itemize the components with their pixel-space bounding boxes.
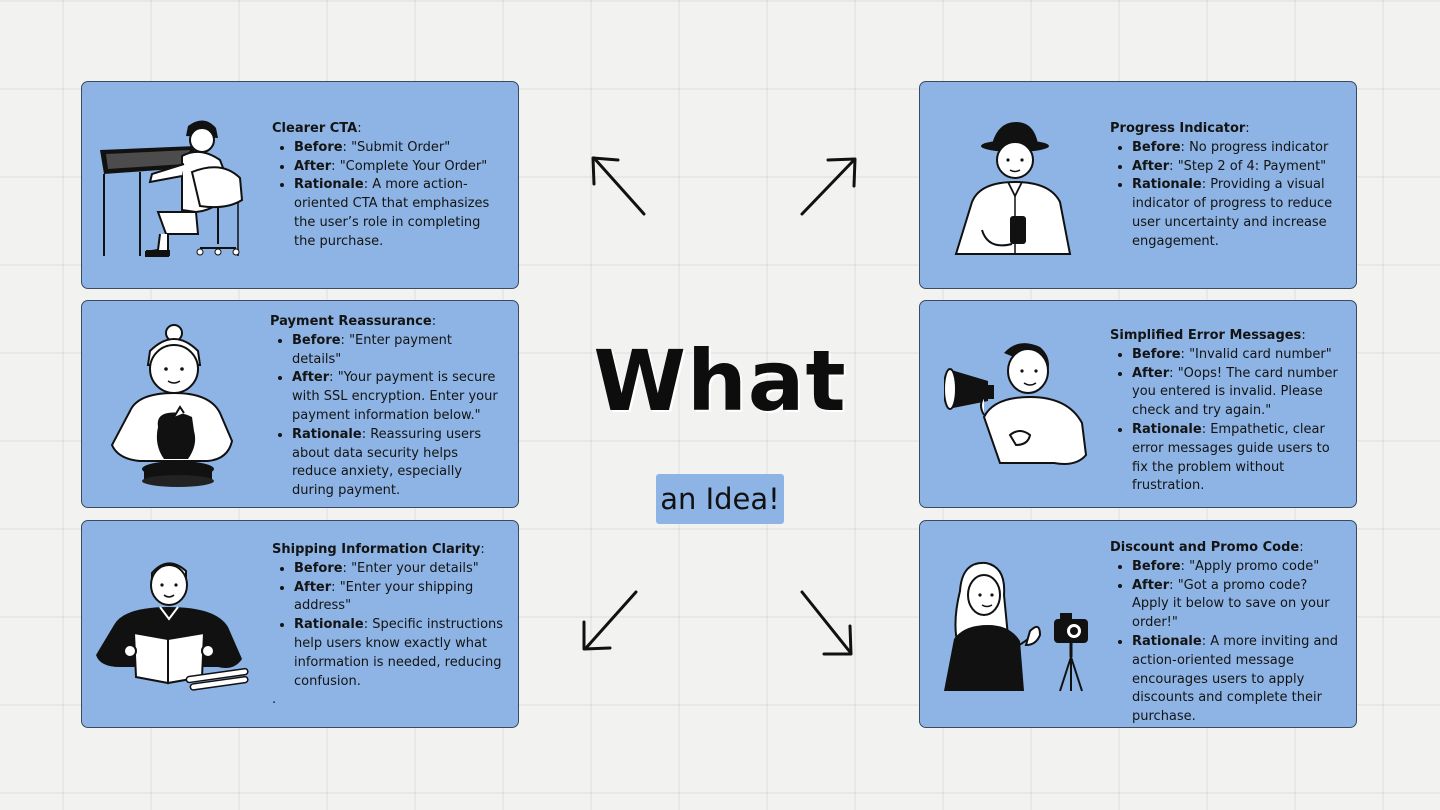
after-label: After	[1132, 158, 1170, 174]
before-item: Before: No progress indicator	[1132, 139, 1342, 158]
rationale-label: Rationale	[1132, 633, 1202, 649]
card-title-row: Clearer CTA:	[272, 120, 504, 139]
after-item: After: "Oops! The card number you entere…	[1132, 365, 1342, 421]
before-text: No progress indicator	[1189, 139, 1329, 155]
man-with-phone-illustration	[952, 120, 1076, 258]
card-text: Discount and Promo Code: Before: "Apply …	[1110, 539, 1342, 727]
rationale-label: Rationale	[294, 617, 364, 633]
before-label: Before	[294, 560, 343, 576]
card-text: Simplified Error Messages: Before: "Inva…	[1110, 327, 1342, 496]
before-text: "Enter payment details"	[292, 332, 452, 367]
arrow-down-left-icon	[582, 590, 638, 651]
card-text: Progress Indicator: Before: No progress …	[1110, 120, 1342, 252]
rationale-item: Rationale: Specific instructions help us…	[294, 616, 504, 691]
card-simplified-error-messages: Simplified Error Messages: Before: "Inva…	[919, 300, 1357, 508]
potter-illustration	[108, 321, 238, 489]
card-discount-and-promo-code: Discount and Promo Code: Before: "Apply …	[919, 520, 1357, 728]
rationale-label: Rationale	[1132, 421, 1202, 437]
after-text: "Step 2 of 4: Payment"	[1177, 158, 1327, 174]
architect-illustration	[96, 116, 246, 258]
card-title-row: Progress Indicator:	[1110, 120, 1342, 139]
before-item: Before: "Apply promo code"	[1132, 558, 1342, 577]
rationale-text: Empathetic, clear error messages guide u…	[1132, 421, 1330, 494]
arrow-down-right-icon	[800, 590, 853, 656]
card-title-row: Discount and Promo Code:	[1110, 539, 1342, 558]
before-text: "Submit Order"	[351, 139, 451, 155]
card-title: Progress Indicator	[1110, 121, 1246, 136]
before-item: Before: "Enter your details"	[294, 560, 504, 579]
tagline-badge: an Idea!	[656, 474, 784, 524]
before-label: Before	[1132, 346, 1181, 362]
rationale-item: Rationale: A more action-oriented CTA th…	[294, 176, 504, 251]
card-title-row: Simplified Error Messages:	[1110, 327, 1342, 346]
after-item: After: "Complete Your Order"	[294, 158, 504, 177]
card-title-row: Payment Reassurance:	[270, 313, 504, 332]
before-text: "Invalid card number"	[1189, 346, 1332, 362]
card-title: Payment Reassurance	[270, 314, 432, 329]
rationale-text: Reassuring users about data security hel…	[292, 426, 482, 499]
rationale-item: Rationale: Empathetic, clear error messa…	[1132, 421, 1342, 496]
rationale-label: Rationale	[294, 177, 364, 193]
before-label: Before	[294, 139, 343, 155]
colon: :	[1301, 328, 1306, 343]
before-label: Before	[292, 332, 341, 348]
after-text: "Your payment is secure with SSL encrypt…	[292, 370, 498, 423]
rationale-text: A more inviting and action-oriented mess…	[1132, 633, 1338, 725]
card-text: Clearer CTA: Before: "Submit Order" Afte…	[272, 120, 504, 252]
after-text: "Got a promo code? Apply it below to sav…	[1132, 577, 1330, 631]
woman-with-camera-illustration	[940, 561, 1096, 693]
rationale-item: Rationale: Reassuring users about data s…	[292, 426, 504, 501]
colon: :	[1299, 540, 1304, 555]
arrow-up-right-icon	[800, 157, 857, 216]
card-text: Payment Reassurance: Before: "Enter paym…	[270, 313, 504, 501]
card-shipping-information-clarity: Shipping Information Clarity: Before: "E…	[81, 520, 519, 728]
rationale-text: Specific instructions help users know ex…	[294, 617, 504, 689]
card-title-row: Shipping Information Clarity:	[272, 541, 504, 560]
after-label: After	[1132, 365, 1170, 381]
tagline: an Idea!	[660, 482, 780, 516]
after-text: "Enter your shipping address"	[294, 579, 474, 614]
card-title: Discount and Promo Code	[1110, 540, 1300, 555]
arrow-up-left-icon	[591, 156, 646, 216]
before-item: Before: "Submit Order"	[294, 139, 504, 158]
colon: :	[1245, 121, 1250, 136]
colon: :	[357, 121, 362, 136]
before-item: Before: "Invalid card number"	[1132, 346, 1342, 365]
card-payment-reassurance: Payment Reassurance: Before: "Enter paym…	[81, 300, 519, 508]
card-title: Simplified Error Messages	[1110, 328, 1302, 343]
rationale-text: Providing a visual indicator of progress…	[1132, 177, 1333, 249]
rationale-label: Rationale	[292, 426, 362, 442]
headline: What	[593, 332, 847, 430]
after-item: After: "Your payment is secure with SSL …	[292, 369, 504, 425]
before-label: Before	[1132, 139, 1181, 155]
rationale-item: Rationale: A more inviting and action-or…	[1132, 633, 1342, 727]
card-title: Shipping Information Clarity	[272, 542, 481, 557]
after-label: After	[294, 158, 332, 174]
after-item: After: "Step 2 of 4: Payment"	[1132, 158, 1342, 177]
after-item: After: "Got a promo code? Apply it below…	[1132, 577, 1342, 633]
rationale-item: Rationale: Providing a visual indicator …	[1132, 176, 1342, 251]
card-text: Shipping Information Clarity: Before: "E…	[272, 541, 504, 710]
after-label: After	[1132, 577, 1170, 593]
trailing-dot: .	[272, 692, 277, 708]
after-text: "Oops! The card number you entered is in…	[1132, 365, 1338, 419]
rationale-text: A more action-oriented CTA that emphasiz…	[294, 177, 490, 249]
colon: :	[431, 314, 437, 329]
reader-illustration	[94, 555, 254, 693]
after-label: After	[294, 579, 332, 595]
before-text: "Apply promo code"	[1189, 558, 1320, 574]
after-label: After	[292, 370, 330, 386]
megaphone-man-illustration	[944, 337, 1088, 471]
rationale-label: Rationale	[1132, 177, 1202, 193]
before-label: Before	[1132, 558, 1181, 574]
before-text: "Enter your details"	[351, 560, 479, 576]
after-text: "Complete Your Order"	[339, 158, 488, 174]
card-title: Clearer CTA	[272, 121, 358, 136]
after-item: After: "Enter your shipping address"	[294, 579, 504, 617]
colon: :	[480, 542, 485, 557]
card-clearer-cta: Clearer CTA: Before: "Submit Order" Afte…	[81, 81, 519, 289]
before-item: Before: "Enter payment details"	[292, 332, 504, 370]
card-progress-indicator: Progress Indicator: Before: No progress …	[919, 81, 1357, 289]
